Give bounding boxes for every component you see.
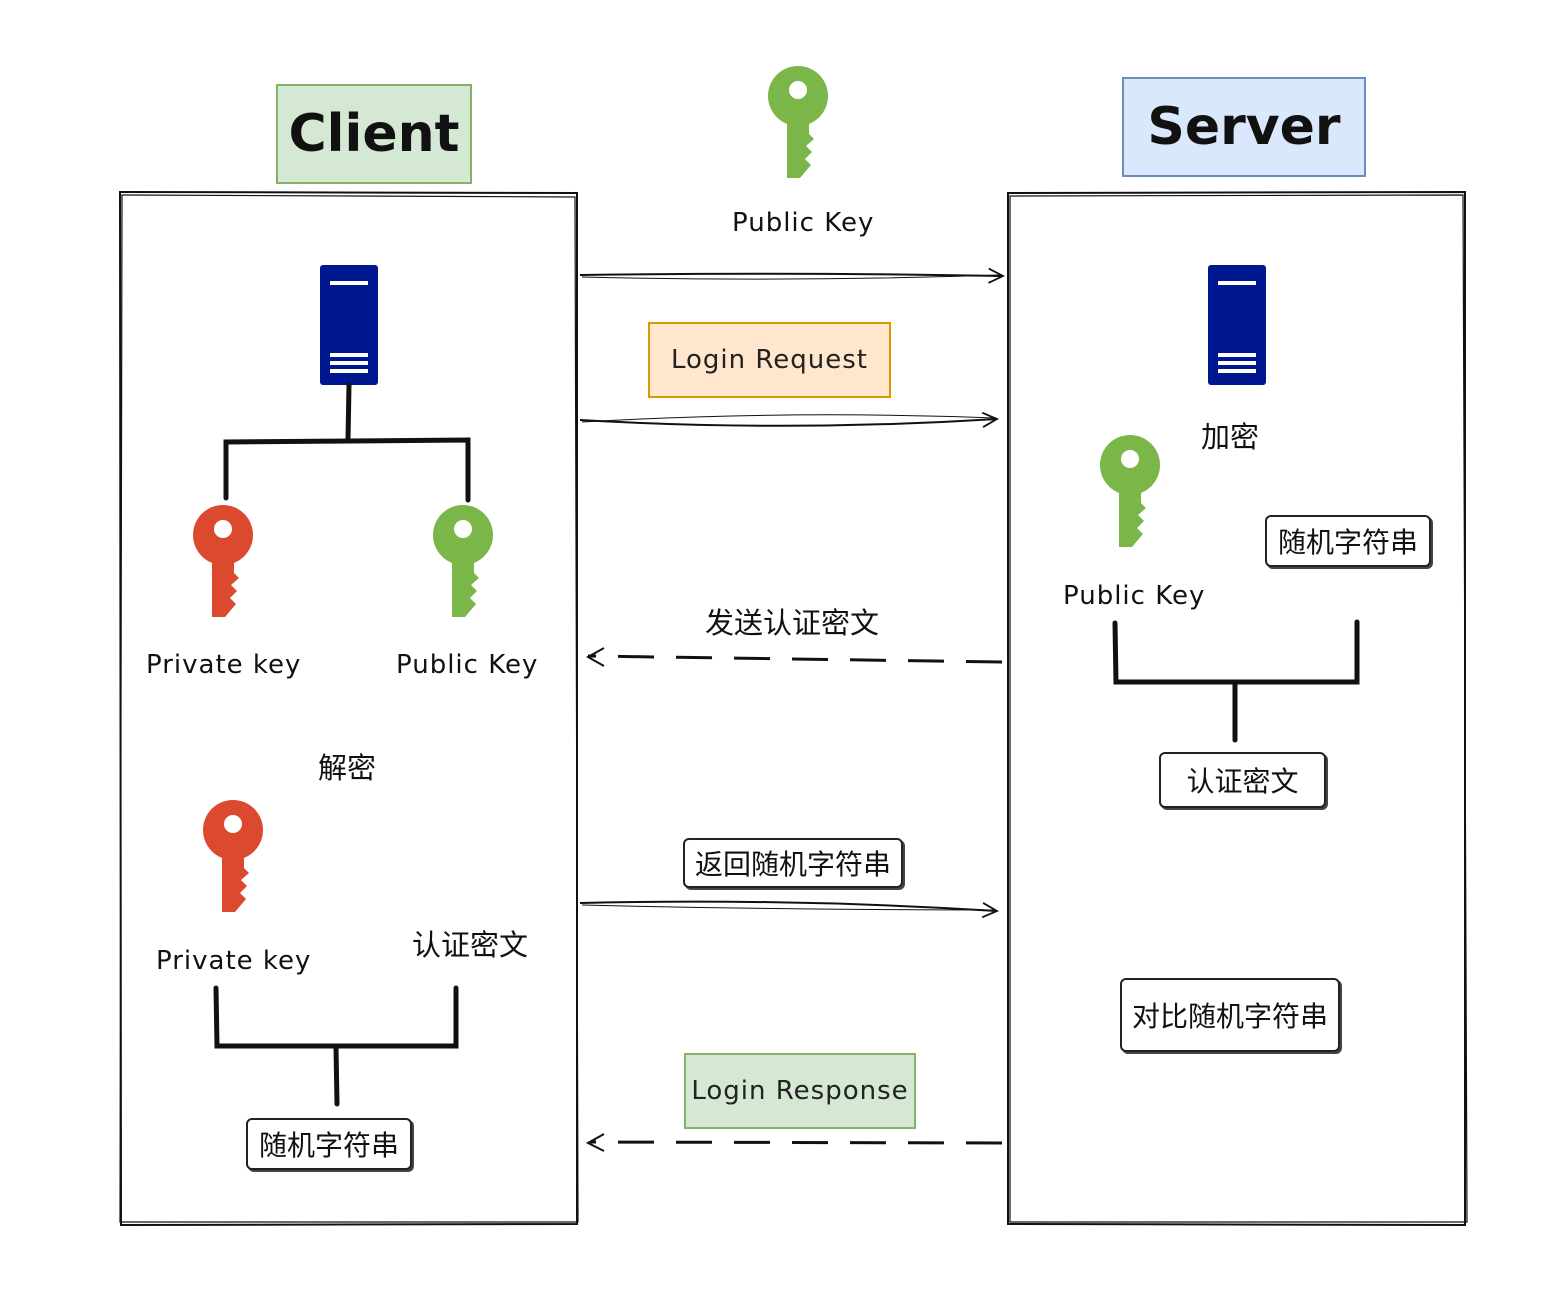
login-request-arrow [579, 415, 997, 426]
client-private-key-label-2: Private key [156, 946, 312, 976]
login-response-tag: Login Response [684, 1053, 916, 1129]
message-public-key-label: Public Key [732, 208, 875, 238]
login-request-tag: Login Request [648, 322, 891, 398]
return-random-string-box: 返回随机字符串 [683, 838, 903, 888]
return-random-string-arrow [579, 900, 997, 911]
compare-random-string-box: 对比随机字符串 [1120, 978, 1340, 1052]
client-container [118, 190, 579, 1227]
server-title: Server [1122, 77, 1366, 177]
server-icon [1208, 265, 1266, 385]
client-public-key-label: Public Key [396, 650, 539, 680]
server-public-key-label: Public Key [1063, 581, 1206, 611]
public-key-arrow [579, 274, 1003, 279]
server-icon [320, 265, 378, 385]
send-auth-cipher-arrow [585, 647, 1003, 667]
private-key-icon [193, 505, 253, 617]
server-random-string-box: 随机字符串 [1265, 515, 1431, 567]
client-private-key-label: Private key [146, 650, 302, 680]
public-key-icon [433, 505, 493, 617]
decrypt-label: 解密 [318, 751, 377, 785]
encrypt-label: 加密 [1201, 420, 1260, 454]
private-key-icon [203, 800, 263, 912]
server-container [1007, 190, 1468, 1227]
public-key-icon [768, 66, 828, 178]
client-auth-cipher-label: 认证密文 [412, 928, 529, 962]
server-auth-cipher-box: 认证密文 [1159, 752, 1326, 808]
client-random-string-box: 随机字符串 [246, 1118, 412, 1170]
decrypt-merge-bracket [213, 985, 459, 1107]
encrypt-merge-bracket [1112, 619, 1360, 743]
key-split-bracket [223, 382, 471, 503]
client-title: Client [276, 84, 472, 184]
send-auth-cipher-label: 发送认证密文 [705, 606, 880, 640]
login-response-arrow [585, 1133, 1003, 1152]
public-key-icon [1100, 435, 1160, 547]
